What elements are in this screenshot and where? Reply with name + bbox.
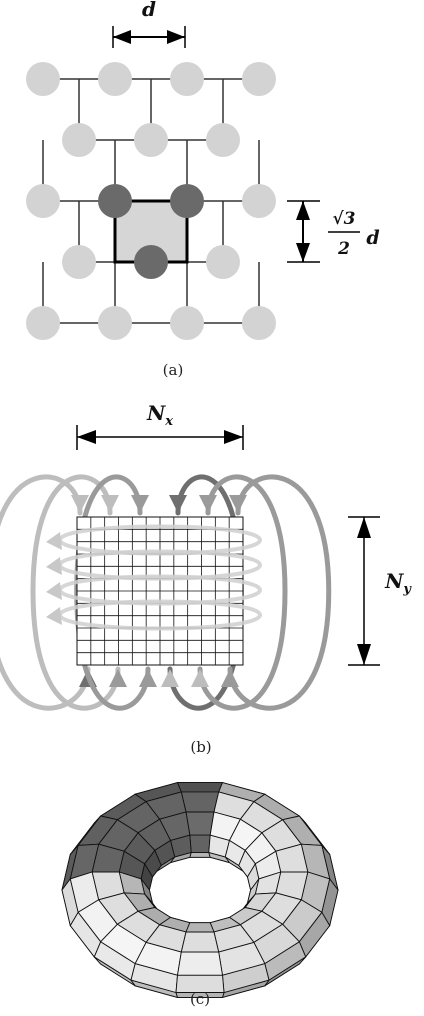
inner-loop-arrowhead	[46, 532, 62, 550]
field-arc	[227, 474, 332, 711]
lattice-nodes	[26, 62, 276, 340]
arc-arrowhead-top	[229, 495, 247, 513]
arc-arrowhead-top	[169, 495, 187, 513]
panel-b: Nx Ny (b)	[0, 401, 412, 756]
ny-dimension: Ny	[348, 516, 412, 666]
spacing-arrow-right	[167, 30, 185, 44]
torus	[61, 781, 339, 999]
inner-loop-arrowhead	[46, 607, 62, 625]
inner-loop-arrowhead	[46, 557, 62, 575]
lattice-node	[98, 306, 132, 340]
lattice-node	[206, 245, 240, 279]
arc-arrowhead-top	[199, 495, 217, 513]
lattice-grid	[76, 516, 244, 666]
lattice-node	[134, 123, 168, 157]
ny-arrow-bottom	[357, 644, 371, 665]
lattice-node-highlighted	[170, 184, 204, 218]
arc-arrowhead-bottom	[139, 669, 157, 687]
lattice-node	[62, 123, 96, 157]
torus-facet	[185, 922, 215, 933]
inner-loop-arrowhead	[46, 582, 62, 600]
lattice-node	[170, 62, 204, 96]
arc-arrowhead-top	[131, 495, 149, 513]
lattice-node	[26, 184, 60, 218]
torus-facet	[176, 782, 224, 793]
arc-arrowhead-top	[71, 495, 89, 513]
arc-arrowhead-bottom	[221, 669, 239, 687]
lattice-node-highlighted	[98, 184, 132, 218]
width-dimension: Nx	[76, 401, 244, 450]
caption-c: (c)	[190, 990, 210, 1008]
lattice-node	[98, 62, 132, 96]
panel-a: d √3 2 d (a)	[26, 0, 380, 379]
torus-facet	[176, 951, 224, 976]
spacing-label: d	[142, 0, 156, 21]
arc-arrowhead-top	[101, 495, 119, 513]
field-arc	[30, 474, 121, 711]
spacing-arrow-left	[113, 30, 131, 44]
torus-facet	[180, 931, 220, 953]
field-arc	[197, 474, 288, 711]
torus-facet	[185, 811, 215, 836]
inner-loop	[58, 599, 263, 631]
width-label: Nx	[146, 401, 173, 429]
lattice-node	[170, 306, 204, 340]
spacing-dimension: d	[112, 0, 186, 48]
caption-b: (b)	[190, 738, 211, 756]
lattice-node	[26, 62, 60, 96]
ny-label: Ny	[384, 569, 412, 597]
lattice-node	[242, 62, 276, 96]
lattice-node-highlighted	[134, 245, 168, 279]
height-dimension: √3 2 d	[287, 200, 380, 263]
height-arrow-top	[296, 201, 310, 220]
width-arrow-right	[224, 430, 243, 444]
arc-arrowhead-bottom	[161, 669, 179, 687]
lattice-node	[26, 306, 60, 340]
caption-a: (a)	[163, 361, 184, 379]
arc-arrowhead-bottom	[109, 669, 127, 687]
height-arrow-bottom	[296, 243, 310, 262]
lattice-node	[242, 306, 276, 340]
torus-facet	[189, 834, 211, 853]
width-arrow-left	[77, 430, 96, 444]
ny-arrow-top	[357, 517, 371, 538]
torus-facet	[180, 791, 220, 813]
height-label-symbol: d	[366, 227, 379, 249]
panel-c: (c)	[61, 781, 339, 1008]
torus-facet	[189, 851, 211, 858]
inner-loops	[46, 524, 263, 631]
height-label-denominator: 2	[337, 239, 350, 259]
lattice-node	[206, 123, 240, 157]
arc-arrowhead-bottom	[191, 669, 209, 687]
height-label-numerator: √3	[332, 209, 355, 229]
lattice-node	[242, 184, 276, 218]
lattice-node	[62, 245, 96, 279]
